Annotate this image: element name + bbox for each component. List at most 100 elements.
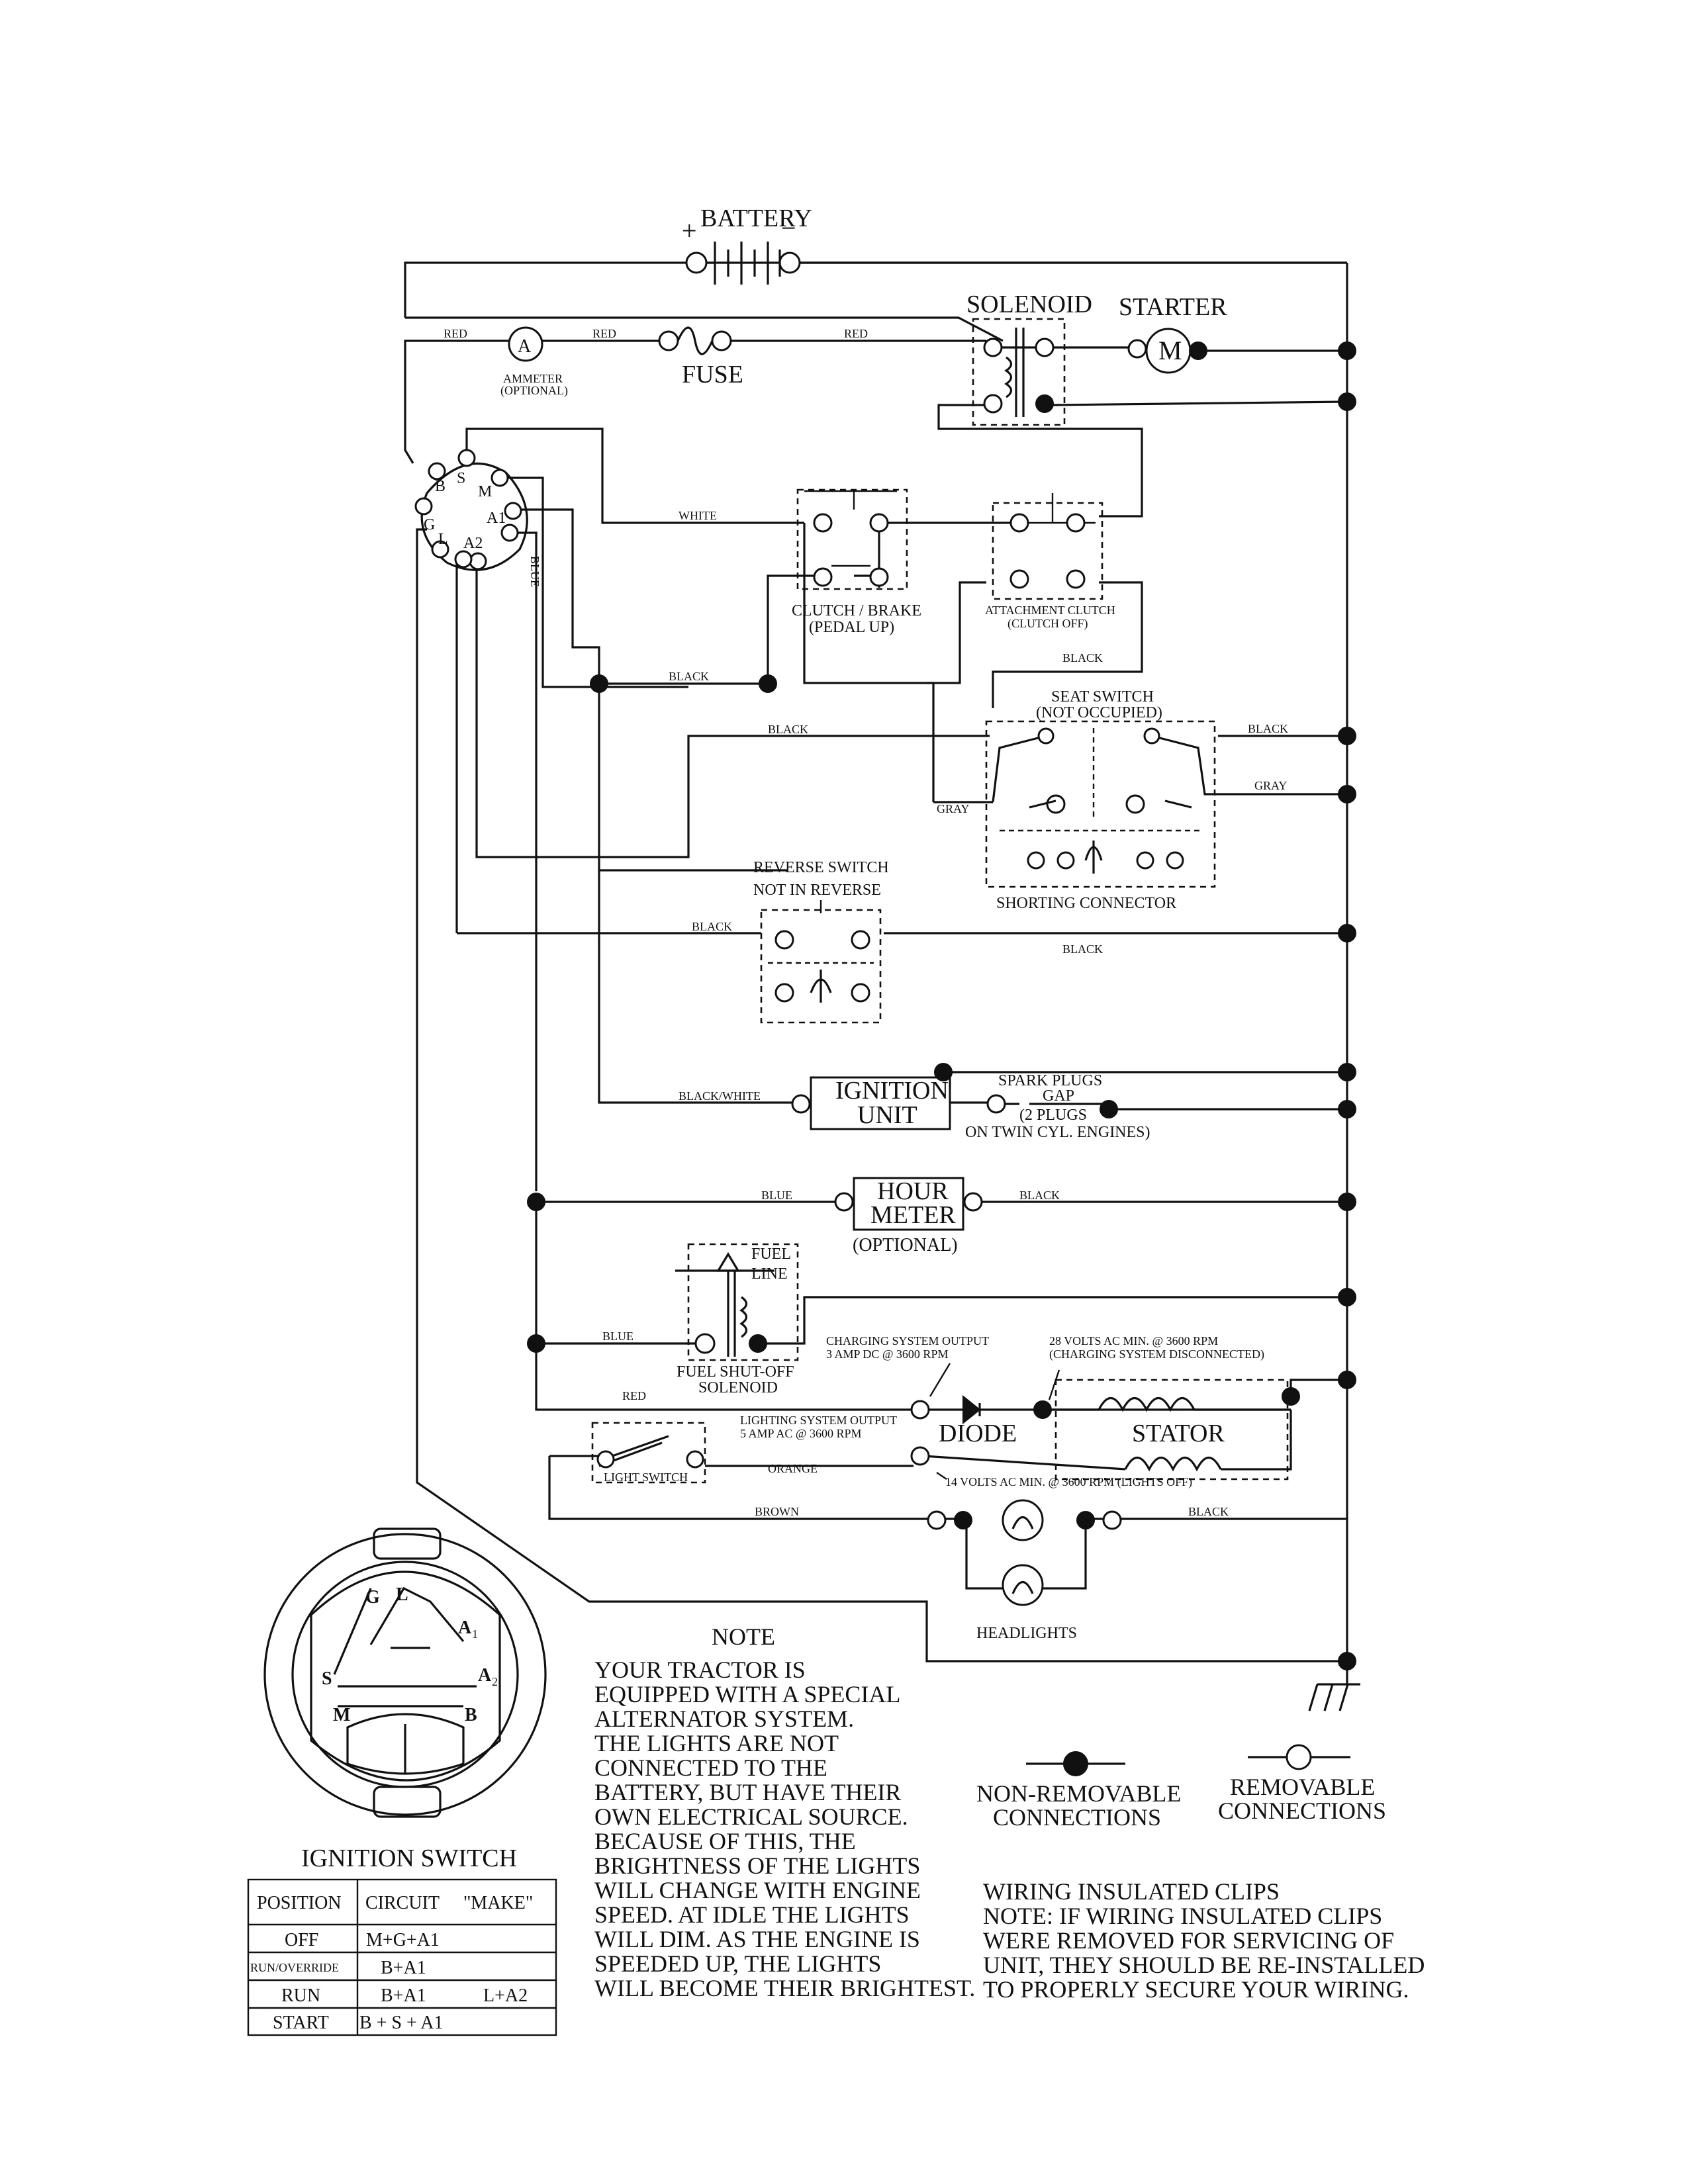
svg-text:WHITE: WHITE (679, 509, 717, 522)
battery-label: BATTERY (700, 205, 812, 232)
svg-text:SPEEDED UP, THE LIGHTS: SPEEDED UP, THE LIGHTS (594, 1950, 881, 1977)
svg-text:UNIT, THEY SHOULD BE RE-INSTAL: UNIT, THEY SHOULD BE RE-INSTALLED (983, 1952, 1425, 1978)
battery: + − BATTERY (682, 205, 1347, 285)
svg-text:M: M (1158, 336, 1182, 365)
stator-label: STATOR (1132, 1420, 1225, 1447)
svg-text:BLACK: BLACK (1019, 1189, 1060, 1202)
svg-text:B: B (435, 478, 445, 495)
svg-text:M: M (333, 1705, 350, 1725)
clutch-brake-label: CLUTCH / BRAKE (792, 602, 921, 619)
solenoid: SOLENOID (966, 291, 1092, 426)
charging-system: CHARGING SYSTEM OUTPUT 3 AMP DC @ 3600 R… (826, 1334, 1300, 1480)
svg-text:WILL BECOME THEIR BRIGHTEST.: WILL BECOME THEIR BRIGHTEST. (594, 1975, 975, 2001)
ammeter-optional-label: (OPTIONAL) (500, 384, 568, 398)
svg-text:BATTERY, BUT HAVE THEIR: BATTERY, BUT HAVE THEIR (594, 1779, 901, 1805)
charging-output-label: CHARGING SYSTEM OUTPUT (826, 1334, 989, 1347)
svg-text:CIRCUIT: CIRCUIT (365, 1893, 440, 1913)
clutch-brake-switch: CLUTCH / BRAKE (PEDAL UP) (792, 488, 921, 636)
svg-text:BLUE: BLUE (761, 1189, 792, 1202)
svg-text:WERE REMOVED FOR SERVICING OF: WERE REMOVED FOR SERVICING OF (983, 1927, 1394, 1954)
svg-text:METER: METER (870, 1201, 956, 1229)
table-row: START B + S + A1 (273, 2013, 444, 2033)
svg-text:RED: RED (592, 327, 616, 340)
ignition-switch-plug: B S M G A1 L A2 (414, 449, 528, 571)
svg-text:2: 2 (492, 1675, 498, 1688)
removable-connection-icon (1286, 1744, 1312, 1770)
spark-plugs-label: SPARK PLUGS (998, 1072, 1102, 1089)
svg-text:5 AMP AC @ 3600 RPM: 5 AMP AC @ 3600 RPM (740, 1427, 861, 1440)
fuse: FUSE (658, 326, 743, 388)
svg-text:"MAKE": "MAKE" (463, 1893, 533, 1913)
svg-text:BROWN: BROWN (755, 1505, 799, 1518)
svg-text:THE LIGHTS ARE NOT: THE LIGHTS ARE NOT (594, 1730, 839, 1756)
svg-text:BLACK: BLACK (1248, 722, 1288, 735)
wire-labels: RED RED RED WHITE BLACK BLACK BLACK BLAC… (444, 327, 1288, 1518)
svg-text:BRIGHTNESS OF THE LIGHTS: BRIGHTNESS OF THE LIGHTS (594, 1852, 920, 1879)
svg-text:CONNECTIONS: CONNECTIONS (993, 1804, 1161, 1831)
junction-dots (527, 341, 1356, 1670)
svg-text:B: B (465, 1705, 477, 1725)
volts-14-label: 14 VOLTS AC MIN. @ 3600 RPM (LIGHTS OFF) (945, 1475, 1192, 1489)
svg-text:NOTE: IF WIRING INSULATED CLI: NOTE: IF WIRING INSULATED CLIPS (983, 1903, 1382, 1929)
seat-switch-sub-label: (NOT OCCUPIED) (1036, 704, 1162, 721)
svg-text:BLACK: BLACK (768, 723, 808, 736)
svg-text:A: A (518, 336, 532, 357)
svg-text:1: 1 (472, 1627, 478, 1641)
headlights-label: HEADLIGHTS (976, 1625, 1077, 1642)
svg-text:B+A1: B+A1 (381, 1985, 426, 2006)
non-removable-connection-icon (1063, 1751, 1088, 1776)
svg-text:ALTERNATOR SYSTEM.: ALTERNATOR SYSTEM. (594, 1706, 854, 1732)
svg-text:BLACK: BLACK (1062, 942, 1103, 956)
lighting-system: LIGHTING SYSTEM OUTPUT 5 AMP AC @ 3600 R… (740, 1414, 1192, 1489)
ammeter-label: AMMETER (503, 372, 563, 385)
svg-text:GAP: GAP (1043, 1087, 1074, 1105)
svg-text:BLUE: BLUE (528, 556, 541, 587)
svg-text:EQUIPPED WITH A SPECIAL: EQUIPPED WITH A SPECIAL (594, 1681, 900, 1707)
hour-meter-optional-label: (OPTIONAL) (853, 1235, 958, 1255)
light-switch-label: LIGHT SWITCH (604, 1471, 688, 1484)
solenoid-label: SOLENOID (966, 291, 1092, 318)
svg-text:REMOVABLE: REMOVABLE (1230, 1774, 1375, 1800)
svg-text:BLACK: BLACK (692, 920, 732, 933)
svg-text:WILL DIM. AS THE ENGINE IS: WILL DIM. AS THE ENGINE IS (594, 1926, 920, 1952)
table-row: RUN B+A1 L+A2 (281, 1985, 528, 2006)
svg-text:S: S (322, 1668, 332, 1689)
svg-text:B+A1: B+A1 (381, 1958, 426, 1978)
svg-text:L+A2: L+A2 (483, 1985, 528, 2006)
shorting-connector-label: SHORTING CONNECTOR (996, 895, 1176, 912)
fuel-line-label: FUEL (751, 1246, 791, 1263)
svg-text:BLACK/WHITE: BLACK/WHITE (679, 1089, 761, 1103)
svg-text:BLACK: BLACK (1062, 651, 1103, 664)
attachment-clutch-switch: ATTACHMENT CLUTCH (CLUTCH OFF) (985, 493, 1115, 631)
svg-text:LINE: LINE (751, 1265, 788, 1283)
ignition-unit: IGNITION UNIT (791, 1063, 953, 1130)
fuel-shutoff-solenoid: FUEL LINE FUEL SHUT-OFF SOLENOID (675, 1243, 799, 1396)
reverse-switch-sub-label: NOT IN REVERSE (753, 882, 881, 899)
svg-text:(2 PLUGS: (2 PLUGS (1019, 1107, 1087, 1124)
table-row: RUN/OVERRIDE B+A1 (250, 1958, 426, 1978)
light-switch: LIGHT SWITCH (591, 1422, 706, 1484)
ammeter: A AMMETER (OPTIONAL) (500, 326, 568, 398)
svg-text:A1: A1 (487, 510, 506, 527)
svg-text:L: L (396, 1584, 408, 1605)
svg-text:L: L (438, 531, 448, 548)
svg-text:M+G+A1: M+G+A1 (366, 1930, 440, 1950)
spark-plugs: SPARK PLUGS GAP (2 PLUGS ON TWIN CYL. EN… (965, 1072, 1150, 1141)
svg-text:RUN/OVERRIDE: RUN/OVERRIDE (250, 1961, 339, 1974)
svg-text:RED: RED (444, 327, 467, 340)
svg-text:A: A (458, 1617, 472, 1638)
svg-text:OWN ELECTRICAL SOURCE.: OWN ELECTRICAL SOURCE. (594, 1803, 908, 1830)
legend: NON-REMOVABLE CONNECTIONS REMOVABLE CONN… (976, 1744, 1386, 1831)
headlights: HEADLIGHTS (927, 1499, 1122, 1642)
svg-text:WILL CHANGE WITH ENGINE: WILL CHANGE WITH ENGINE (594, 1877, 921, 1903)
svg-text:START: START (273, 2013, 329, 2033)
svg-text:GRAY: GRAY (937, 802, 969, 815)
svg-text:(CHARGING SYSTEM DISCONNECTED): (CHARGING SYSTEM DISCONNECTED) (1049, 1347, 1264, 1361)
starter-label: STARTER (1119, 293, 1227, 321)
fuel-solenoid-label: FUEL SHUT-OFF (677, 1363, 794, 1381)
clips-note: WIRING INSULATED CLIPS NOTE: IF WIRING I… (983, 1878, 1425, 2003)
svg-text:TO PROPERLY SECURE YOUR WIRING: TO PROPERLY SECURE YOUR WIRING. (983, 1976, 1409, 2003)
svg-text:CONNECTED TO THE: CONNECTED TO THE (594, 1754, 827, 1781)
svg-text:SOLENOID: SOLENOID (698, 1379, 778, 1396)
svg-text:CONNECTIONS: CONNECTIONS (1218, 1797, 1386, 1824)
